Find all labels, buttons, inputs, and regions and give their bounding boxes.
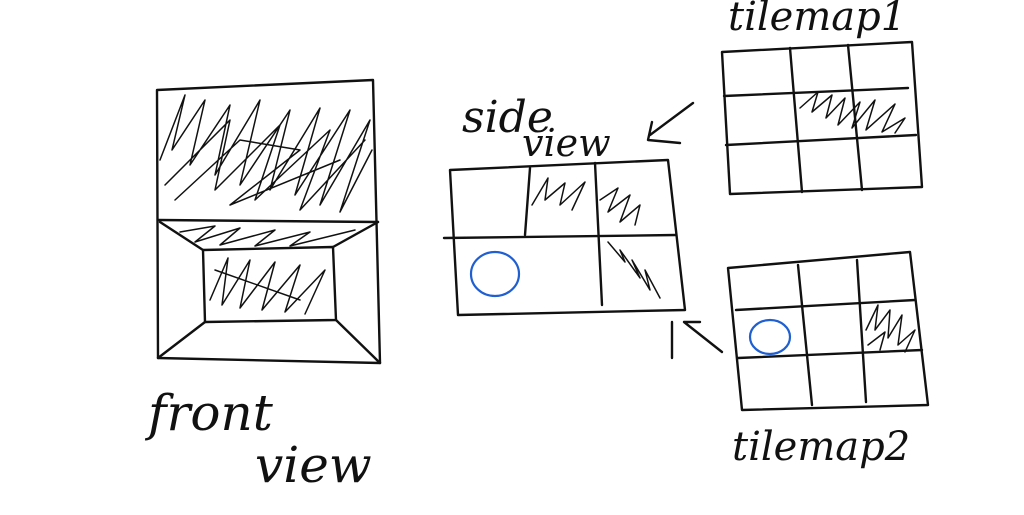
side-view-hatch-top <box>531 177 641 226</box>
tilemap1-rows <box>722 86 918 147</box>
tilemap1-label: tilemap1 <box>728 0 906 40</box>
tilemap1-frame <box>720 40 924 196</box>
front-view-floor-hatch <box>179 225 356 315</box>
front-view-wall-line <box>156 218 380 224</box>
tilemap2-circle-marker <box>748 318 792 356</box>
side-view-grid <box>442 158 687 317</box>
front-view-label-line2: view <box>255 436 372 494</box>
arrow-to-side-view <box>646 101 695 145</box>
tilemap2-cols <box>796 258 868 407</box>
front-view-ceiling-hatch <box>159 94 373 213</box>
front-view-label-line1: front <box>144 384 274 442</box>
tilemap2-grid <box>726 250 930 412</box>
tilemap1-grid <box>720 40 924 196</box>
side-view-circle-marker <box>469 250 521 298</box>
arrow-to-side-view-from-tilemap2 <box>670 320 724 360</box>
tilemap2-frame <box>726 250 930 412</box>
side-view-hatch-bottom <box>607 241 661 299</box>
side-view-horizontal-line <box>442 233 678 240</box>
front-view-drawing <box>155 78 382 365</box>
tilemap1-hatch <box>799 91 906 134</box>
tilemap2-rows <box>734 298 924 360</box>
front-view-perspective-lines <box>156 220 382 365</box>
side-view-label-line2: view <box>522 121 611 165</box>
side-view-label-line1: side <box>462 92 553 143</box>
tilemap2-label: tilemap2 <box>732 424 910 470</box>
side-view-vertical-lines <box>523 161 604 307</box>
tilemap2-hatch <box>865 304 916 353</box>
